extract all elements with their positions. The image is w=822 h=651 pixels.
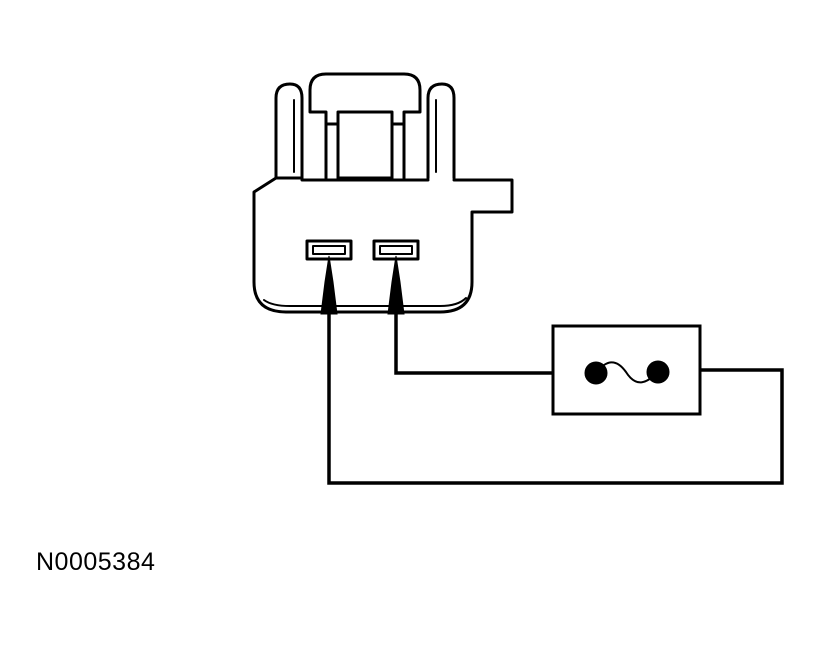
fuse-element-icon [595,361,659,384]
connector-latch-stem [324,122,406,180]
connector [252,72,514,314]
connector-right-tab [426,82,456,180]
terminal-cavity-left-inner [312,245,346,255]
jumper-wires [327,314,784,485]
connector-body-top-left [274,176,430,182]
probe-right-tip [387,255,405,315]
terminal-cavity-right-inner [379,245,413,255]
fuse-terminal-left [584,361,608,385]
connector-latch-cap [308,72,422,126]
wire-left-probe-loop [327,314,784,485]
connector-body-bottom-lip [263,297,467,307]
connector-left-tab [274,82,304,180]
probe-left-tip [320,255,338,315]
wire-right-probe-to-fuse [394,314,596,375]
fuse-terminal-right [646,360,670,384]
connector-body [252,176,514,314]
fuse-holder-box [551,324,702,416]
fused-jumper [551,324,702,416]
figure-id-label: N0005384 [36,548,156,576]
